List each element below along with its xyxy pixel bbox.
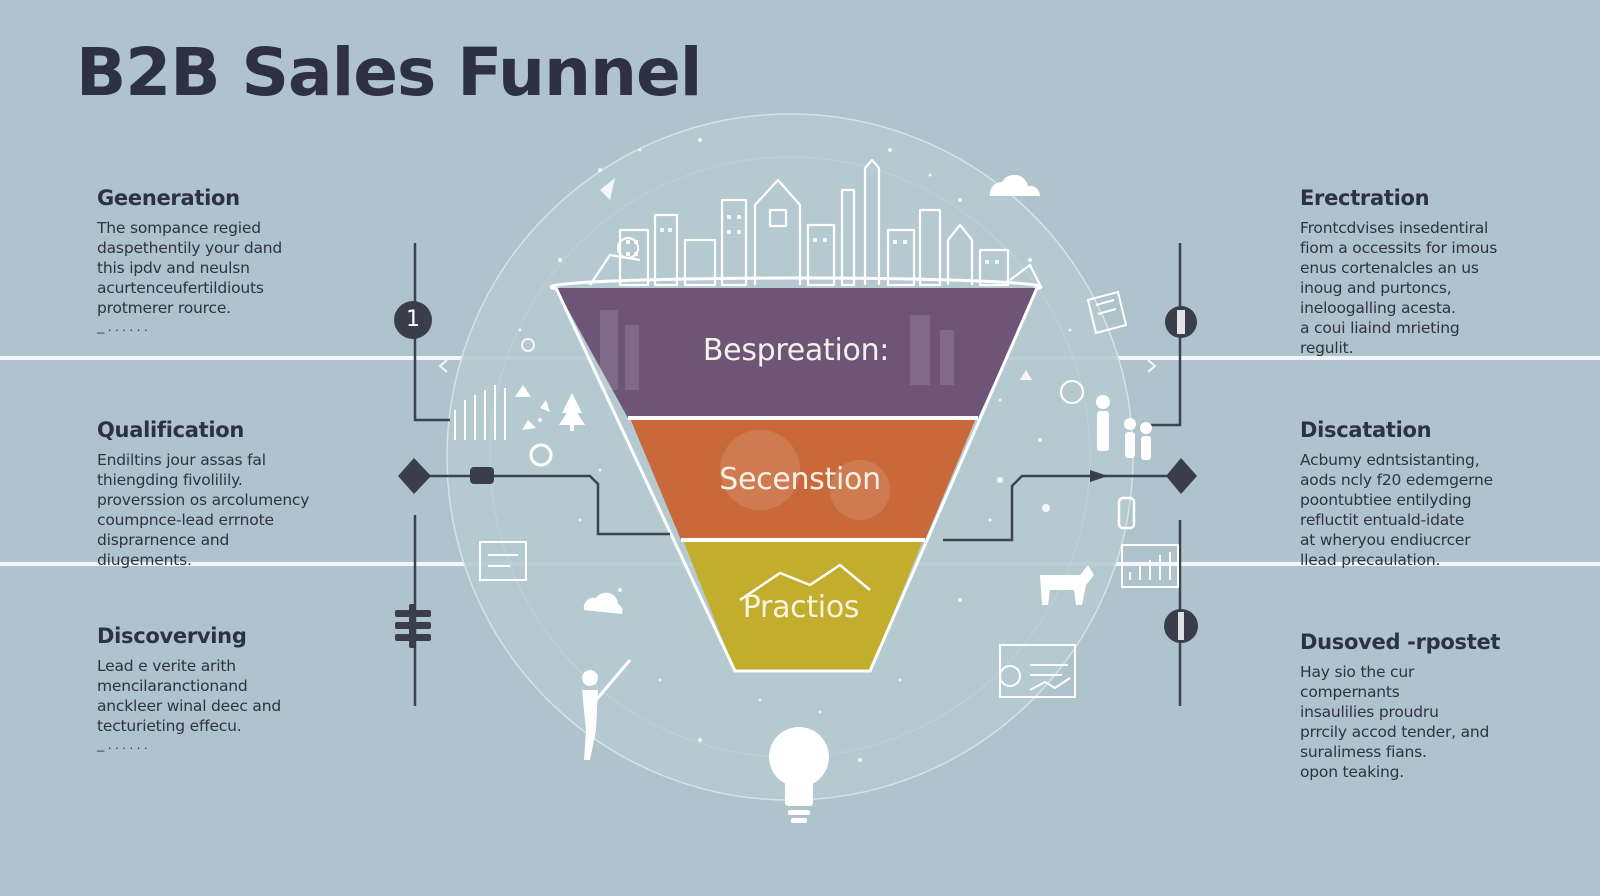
right-block-erectration: Erectration Frontcdvises insedentiral fi… xyxy=(1300,186,1515,358)
presentation-icon xyxy=(999,644,1076,698)
coin-icon xyxy=(1164,609,1198,643)
left-block-generation: Geeneration The sompance regied daspethe… xyxy=(97,186,332,334)
stage-2-label: Secenstion xyxy=(719,462,881,497)
block-heading: Discatation xyxy=(1300,418,1432,442)
lightbulb-icon xyxy=(769,727,829,823)
stage-1-band xyxy=(556,288,1037,418)
page-title: B2B Sales Funnel xyxy=(76,34,702,111)
block-text: Acbumy edntsistanting, aods ncly f20 ede… xyxy=(1300,451,1493,569)
block-heading: Geeneration xyxy=(97,186,240,210)
block-text: Lead e verite arith mencilaranctionand a… xyxy=(97,657,281,735)
stage-1-label: Bespreation: xyxy=(702,333,890,368)
block-text: Frontcdvises insedentiral fiom a occessi… xyxy=(1300,219,1498,357)
horse-icon xyxy=(1040,565,1094,605)
document-icon xyxy=(1086,290,1128,335)
step-1-marker xyxy=(394,301,432,339)
block-text: The sompance regied daspethentily your d… xyxy=(97,219,283,317)
diamond-icon-right xyxy=(1166,458,1197,494)
diamond-icon xyxy=(398,458,431,494)
left-block-discovering: Discoverving Lead e verite arith mencila… xyxy=(97,624,332,752)
sparkle-dots xyxy=(518,138,1072,762)
step-1-number: 1 xyxy=(406,307,420,332)
dollar-icon xyxy=(395,604,431,648)
block-text: Endiltins jour assas fal thiengding fivo… xyxy=(97,451,310,569)
arrow-head-icon xyxy=(1090,470,1108,482)
padlock-icon xyxy=(1165,306,1197,338)
stage-3-label: Practios xyxy=(742,590,860,625)
gear-icon xyxy=(529,443,553,467)
block-heading: Qualification xyxy=(97,418,245,442)
phone-icon xyxy=(1117,496,1136,530)
skyline-icon xyxy=(589,158,1041,287)
block-heading: Erectration xyxy=(1300,186,1430,210)
block-ellipsis: _ . . . . . . xyxy=(97,319,148,334)
plug-icon xyxy=(470,467,494,484)
stage-2-band xyxy=(630,418,976,540)
right-block-discatation: Discatation Acbumy edntsistanting, aods … xyxy=(1300,418,1515,570)
right-block-dusoved: Dusoved -rpostet Hay sio the cur compern… xyxy=(1300,630,1515,782)
block-ellipsis: _ . . . . . . xyxy=(97,737,148,752)
growth-chart-icon xyxy=(1121,544,1179,588)
cloud-icon xyxy=(989,174,1041,196)
block-heading: Discoverving xyxy=(97,624,247,648)
chat-icon xyxy=(1060,380,1084,404)
tree-icon xyxy=(559,393,585,431)
trend-line-icon xyxy=(739,563,871,602)
bar-chart-icon xyxy=(454,385,506,440)
block-text: Hay sio the cur compernants insaulilies … xyxy=(1300,663,1490,781)
block-heading: Dusoved -rpostet xyxy=(1300,630,1501,654)
people-icon xyxy=(1096,395,1152,460)
triangles-icon xyxy=(515,385,550,430)
monitor-icon xyxy=(479,541,527,581)
left-block-qualification: Qualification Endiltins jour assas fal t… xyxy=(97,418,332,570)
cloud-icon-left xyxy=(583,592,623,614)
stage-3-band xyxy=(683,540,923,671)
person-icon xyxy=(582,659,632,760)
